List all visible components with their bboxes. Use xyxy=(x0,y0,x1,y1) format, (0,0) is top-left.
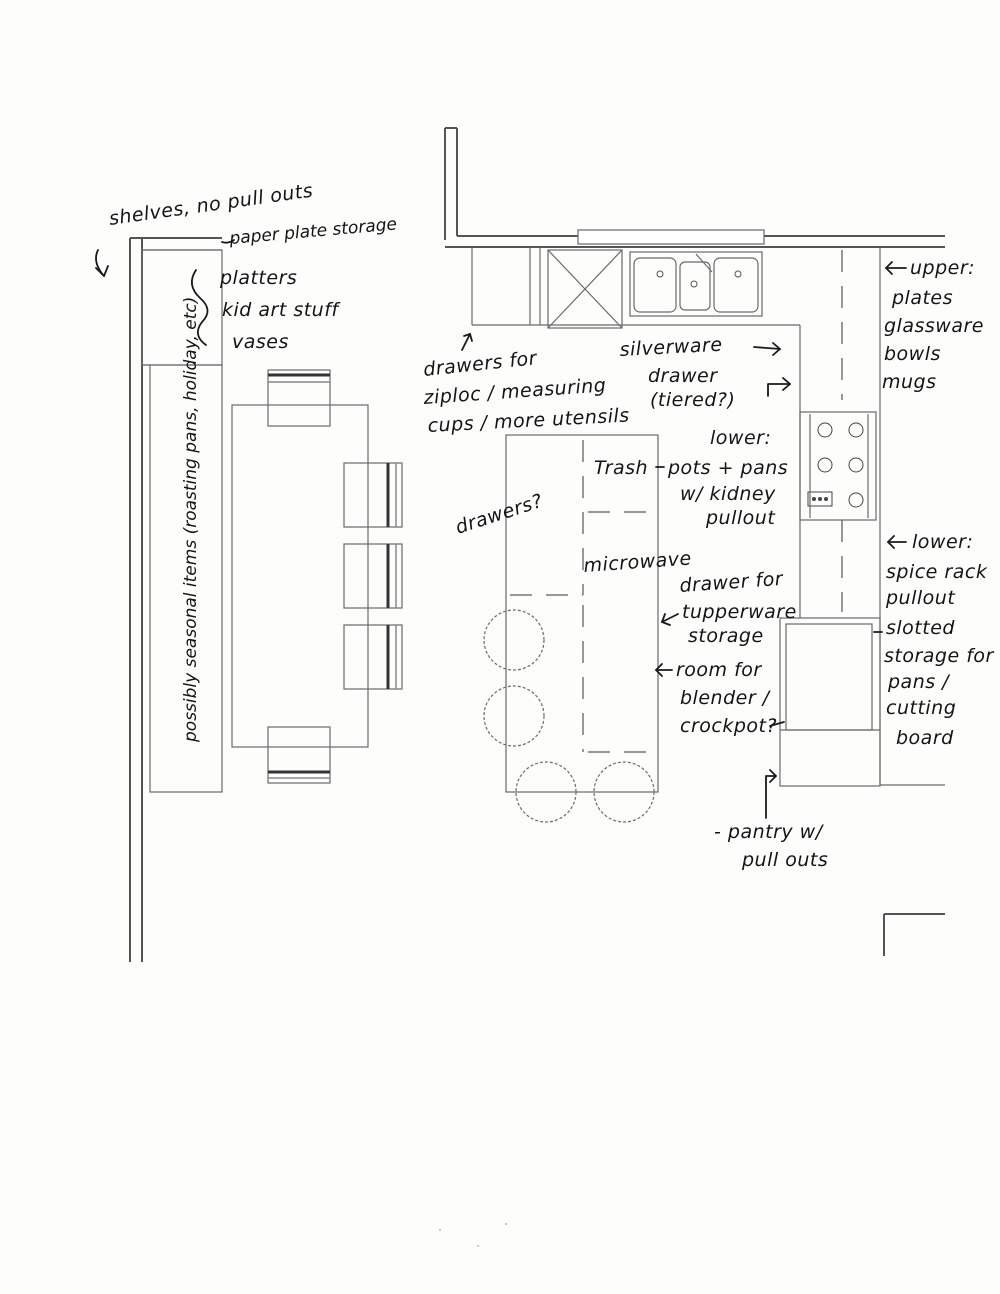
note-lower2-7: cutting xyxy=(886,697,956,719)
top-wall xyxy=(444,127,945,248)
note-silverware-2: drawer xyxy=(648,365,718,387)
note-platters: platters xyxy=(219,267,297,289)
stove-cooktop xyxy=(799,411,877,521)
note-upper-5: mugs xyxy=(882,371,937,393)
dishwasher xyxy=(547,249,623,329)
note-vases: vases xyxy=(232,331,289,353)
pantry-fridge xyxy=(779,617,881,787)
left-wall xyxy=(129,237,222,962)
note-blender-1: room for xyxy=(676,659,762,681)
note-upper-4: bowls xyxy=(884,343,941,365)
note-seasonal-items: possibly seasonal items (roasting pans, … xyxy=(181,297,201,743)
sink xyxy=(629,251,763,317)
note-lower2-8: board xyxy=(896,727,954,749)
note-lower2-1: lower: xyxy=(912,531,973,553)
note-lower1-4: pullout xyxy=(705,507,776,529)
note-drawers-ziploc-2: ziploc / measuring xyxy=(422,374,607,409)
dining-chair-right-2 xyxy=(343,543,403,609)
dining-chair-right-3 xyxy=(343,624,403,690)
scan-specks xyxy=(439,1223,507,1247)
note-pantry-1: - pantry w/ xyxy=(714,821,825,843)
note-lower2-2: spice rack xyxy=(886,561,988,583)
note-drawers-ziploc-3: cups / more utensils xyxy=(427,404,630,437)
note-tupperware-3: storage xyxy=(688,625,764,647)
note-lower1-2: pots + pans xyxy=(667,457,788,479)
note-trash: Trash xyxy=(594,457,648,479)
note-tupperware-1: drawer for xyxy=(679,568,785,597)
note-blender-3: crockpot? xyxy=(680,715,777,737)
note-lower2-3: pullout xyxy=(885,587,956,609)
note-pantry-2: pull outs xyxy=(741,849,828,871)
island-stools xyxy=(483,609,655,823)
left-shelving-unit xyxy=(141,249,223,793)
note-lower2-6: pans / xyxy=(887,671,951,693)
note-upper-1: upper: xyxy=(910,257,975,279)
note-kid-art-stuff: kid art stuff xyxy=(222,299,341,321)
note-silverware-1: silverware xyxy=(619,334,723,361)
dining-chair-right-1 xyxy=(343,462,403,528)
note-paper-plate-storage: paper plate storage xyxy=(228,214,398,249)
note-lower2-5: storage for xyxy=(884,645,995,667)
dining-table xyxy=(231,404,369,748)
note-upper-2: plates xyxy=(891,287,953,309)
kitchen-island xyxy=(505,434,659,793)
note-tupperware-2: tupperware xyxy=(682,601,797,623)
note-lower2-4: slotted xyxy=(886,617,955,639)
note-drawers-question: drawers? xyxy=(453,490,546,539)
note-microwave: microwave xyxy=(583,547,693,577)
note-upper-3: glassware xyxy=(884,315,984,337)
annotation-marks xyxy=(95,239,907,819)
note-lower1-1: lower: xyxy=(710,427,771,449)
note-lower1-3: w/ kidney xyxy=(680,483,776,505)
bottom-right-wall xyxy=(883,913,945,956)
note-silverware-3: (tiered?) xyxy=(650,389,735,411)
dining-chair-top xyxy=(267,369,331,427)
note-drawers-ziploc-1: drawers for xyxy=(422,347,538,381)
note-blender-2: blender / xyxy=(680,687,772,709)
top-counter xyxy=(471,247,800,326)
note-shelves-no-pull-outs: shelves, no pull outs xyxy=(108,180,315,230)
dining-chair-bottom xyxy=(267,726,331,784)
